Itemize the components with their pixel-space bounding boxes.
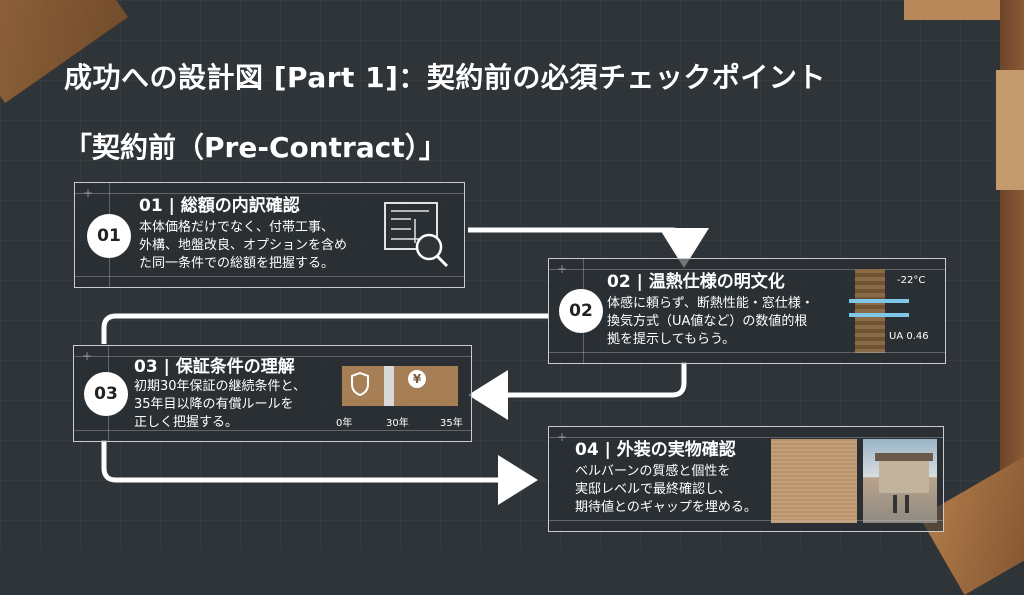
crosshair-icon: + — [82, 349, 93, 363]
card-title-03: 03 | 保証条件の理解 — [134, 357, 295, 377]
step-badge-03: 03 — [84, 372, 128, 416]
shield-icon — [351, 372, 369, 396]
warranty-timeline-icon: ¥ 0年 30年 35年 — [336, 362, 464, 436]
card-body-01: 本体価格だけでなく、付帯工事、 外構、地盤改良、オプションを含め た同一条件での… — [139, 220, 348, 271]
house-exterior-photo — [863, 439, 937, 523]
page-subtitle: 「契約前（Pre-Contract）」 — [64, 131, 447, 164]
step-badge-01: 01 — [87, 214, 131, 258]
timeline-label-start: 0年 — [336, 418, 353, 429]
crosshair-icon: + — [83, 186, 94, 200]
card-body-03: 初期30年保証の継続条件と、 35年目以降の有償ルールを 正しく把握する。 — [134, 379, 307, 430]
blueprint-magnifier-icon — [384, 202, 449, 268]
arrow-03-to-04 — [101, 440, 538, 505]
step-badge-02: 02 — [559, 289, 603, 333]
card-title-01: 01 | 総額の内訳確認 — [139, 196, 300, 216]
material-panel-right — [996, 70, 1024, 190]
checkpoint-card-04: + 04 | 外装の実物確認 ベルバーンの質感と個性を 実邸レベルで最終確認し、… — [548, 426, 944, 532]
yen-icon: ¥ — [408, 370, 426, 388]
card-title-04: 04 | 外装の実物確認 — [575, 440, 736, 460]
checkpoint-card-03: + 03 03 | 保証条件の理解 初期30年保証の継続条件と、 35年目以降の… — [73, 345, 472, 442]
timeline-label-mid: 30年 — [386, 418, 409, 429]
flow-arrows — [101, 227, 709, 505]
card-body-04: ベルバーンの質感と個性を 実邸レベルで最終確認し、 期待値とのギャップを埋める。 — [575, 464, 757, 515]
timeline-label-end: 35年 — [440, 418, 463, 429]
page-title: 成功への設計図 [Part 1]：契約前の必須チェックポイント — [64, 61, 826, 94]
arrow-01-to-02 — [468, 227, 709, 268]
arrow-02-to-03 — [468, 362, 687, 420]
temperature-label: -22°C — [897, 275, 926, 286]
wall-insulation-icon: -22°C UA 0.46 — [849, 269, 941, 353]
card-body-02: 体感に頼らず、断熱性能・窓仕様・ 換気方式（UA値など）の数値的根 拠を提示して… — [607, 296, 814, 347]
checkpoint-card-01: + 01 01 | 総額の内訳確認 本体価格だけでなく、付帯工事、 外構、地盤改… — [74, 182, 465, 288]
crosshair-icon: + — [557, 430, 568, 444]
checkpoint-card-02: + 02 02 | 温熱仕様の明文化 体感に頼らず、断熱性能・窓仕様・ 換気方式… — [548, 258, 946, 364]
exterior-tile-sample-image — [771, 439, 857, 523]
arrow-02-back-line — [101, 313, 548, 344]
ua-value-label: UA 0.46 — [889, 331, 929, 342]
crosshair-icon: + — [557, 262, 568, 276]
wood-decoration-top-right — [904, 0, 1024, 20]
card-title-02: 02 | 温熱仕様の明文化 — [607, 272, 785, 292]
